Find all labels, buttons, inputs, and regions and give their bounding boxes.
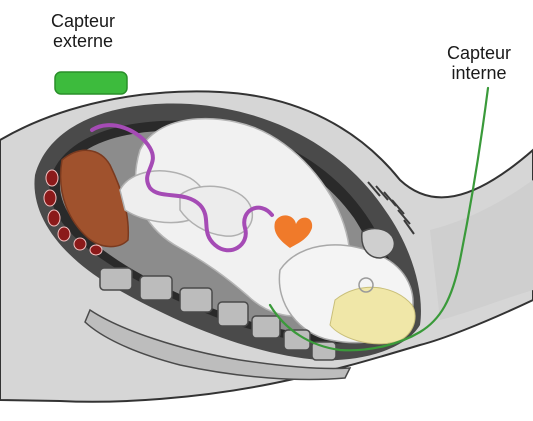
- internal-sensor-label-line2: interne: [427, 63, 531, 83]
- external-sensor-label-line2: externe: [28, 31, 138, 51]
- external-sensor-pad: [55, 72, 127, 94]
- internal-sensor-label: Capteur interne: [427, 43, 531, 83]
- internal-sensor-label-line1: Capteur: [427, 43, 531, 63]
- external-sensor-label: Capteur externe: [28, 11, 138, 51]
- fetus-head-crown: [330, 287, 415, 344]
- external-sensor-label-line1: Capteur: [28, 11, 138, 31]
